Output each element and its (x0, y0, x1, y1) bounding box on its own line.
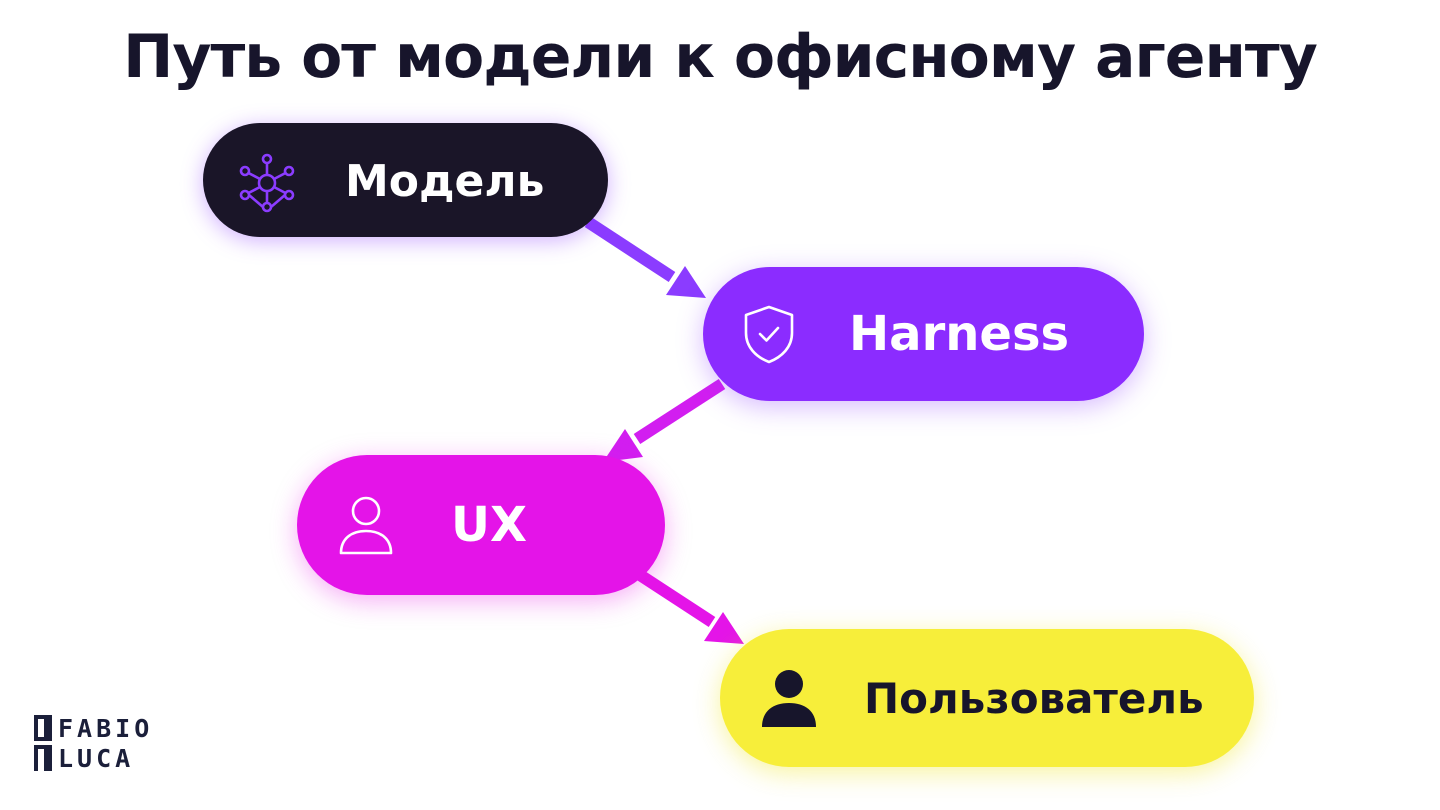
arrow-ux-to-user (636, 569, 744, 644)
page-title: Путь от модели к офисному агенту (123, 22, 1318, 92)
node-ux: UX (297, 455, 665, 595)
logo-mark-icon (34, 715, 52, 771)
node-label: Модель (345, 156, 545, 207)
node-harness: Harness (703, 267, 1144, 401)
user-solid-icon (758, 667, 820, 729)
node-model: Модель (203, 123, 608, 237)
user-outline-icon (333, 493, 399, 559)
network-icon (237, 153, 297, 213)
logo-line-1: FABIO (58, 714, 154, 743)
arrow-harness-to-ux (603, 378, 726, 462)
shield-check-icon (738, 303, 800, 365)
arrow-model-to-harness (584, 216, 706, 298)
node-label: Harness (849, 306, 1070, 362)
brand-logo: FABIO LUCA (34, 712, 184, 774)
node-user: Пользователь (720, 629, 1254, 767)
node-label: UX (451, 497, 527, 553)
node-label: Пользователь (864, 674, 1204, 723)
logo-line-2: LUCA (58, 744, 135, 773)
